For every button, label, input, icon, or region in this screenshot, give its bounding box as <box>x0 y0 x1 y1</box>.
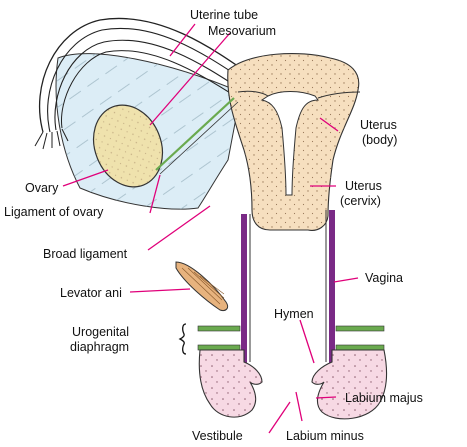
label-ovary: Ovary <box>25 181 59 195</box>
diaphragm-brace <box>178 323 187 355</box>
label-uterus-cervix: Uterus(cervix) <box>340 179 382 208</box>
labia-shape <box>198 349 388 420</box>
label-ligament-of-ovary: Ligament of ovary <box>4 205 104 219</box>
label-mesovarium: Mesovarium <box>208 24 276 38</box>
label-labium-minus: Labium minus <box>286 429 364 443</box>
ovary-shape <box>92 104 164 188</box>
label-vestibule: Vestibule <box>192 429 243 443</box>
label-vagina: Vagina <box>365 271 403 285</box>
urogenital-diaphragm-shape <box>197 325 385 351</box>
ligament-of-ovary-shape <box>155 97 239 175</box>
label-broad-ligament: Broad ligament <box>43 247 128 261</box>
label-hymen: Hymen <box>274 307 314 321</box>
label-uterine-tube: Uterine tube <box>190 8 258 22</box>
label-uterus-body: Uterus(body) <box>360 118 397 147</box>
uterine-tube-shape <box>34 17 269 150</box>
label-levator-ani: Levator ani <box>60 286 122 300</box>
leader-lines <box>62 23 359 434</box>
levator-ani-shape <box>175 261 229 311</box>
label-labium-majus: Labium majus <box>345 391 423 405</box>
vagina-shape <box>241 210 335 380</box>
